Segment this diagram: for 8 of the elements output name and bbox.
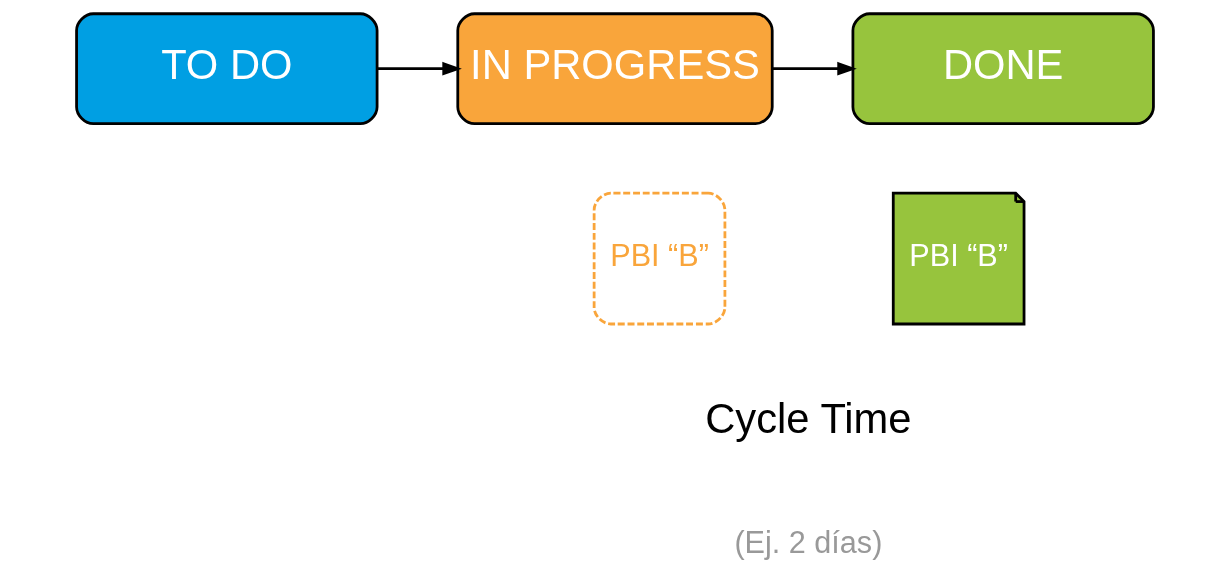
label: Cycle Time <box>705 394 912 442</box>
arrow <box>772 61 857 76</box>
arrow <box>377 61 462 76</box>
node-box: IN PROGRESS <box>456 12 774 126</box>
label: (Ej. 2 días) <box>734 525 883 560</box>
node-box: DONE <box>851 12 1155 126</box>
node-box: PBI “B” <box>592 191 727 326</box>
node-box: TO DO <box>75 12 379 126</box>
